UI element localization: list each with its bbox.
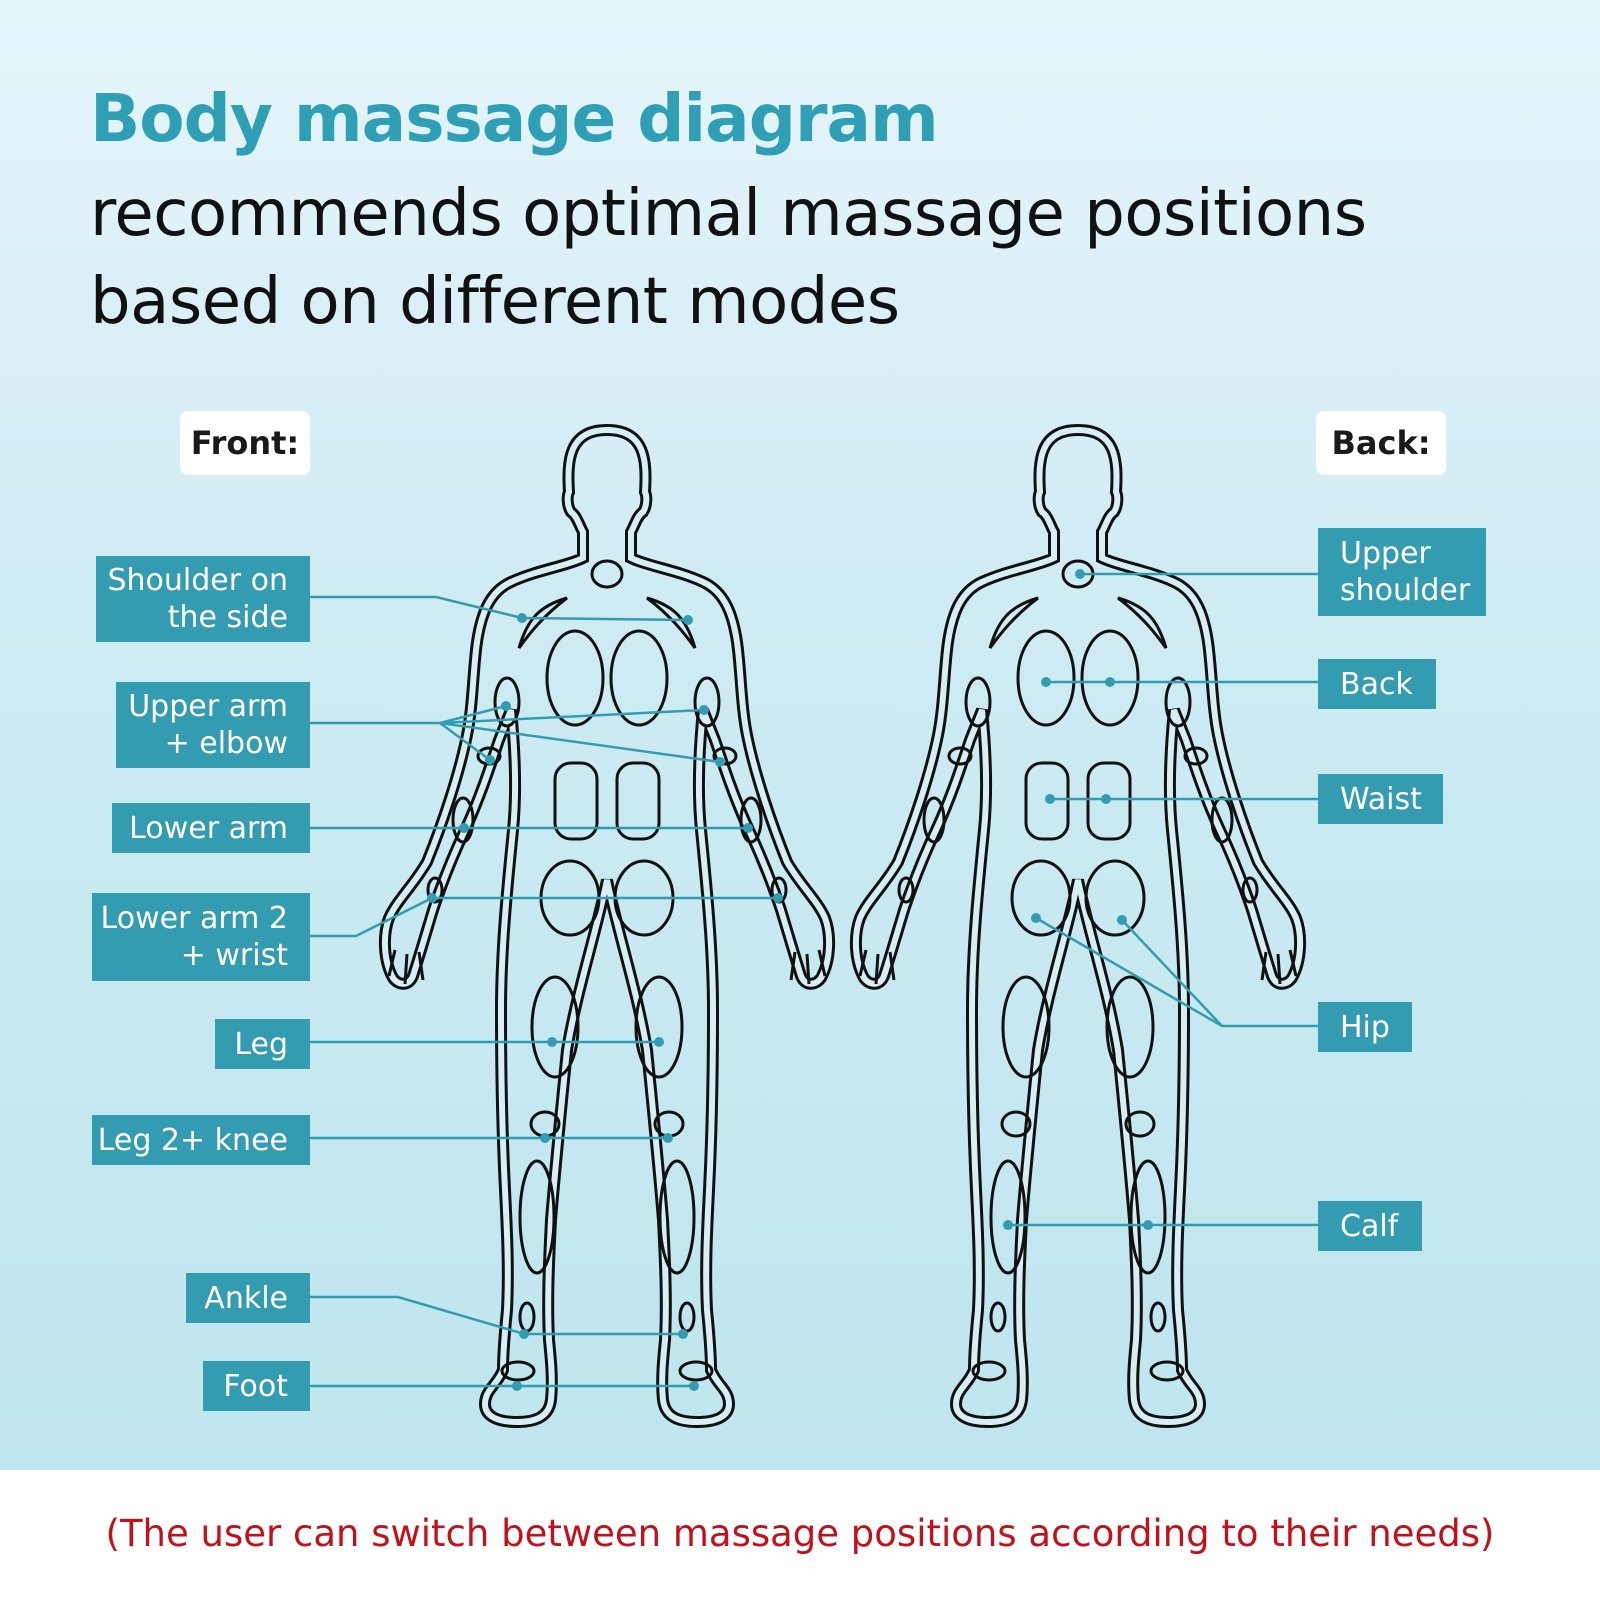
footer-panel <box>0 1470 1600 1600</box>
front-view-tag: Front: <box>180 411 310 475</box>
label-leg-2-knee: Leg 2+ knee <box>92 1115 310 1165</box>
front-body-outline <box>385 430 829 1422</box>
label-upper-arm-elbow: Upper arm + elbow <box>116 682 310 768</box>
label-upper-shoulder: Upper shoulder <box>1318 528 1486 616</box>
body-diagram <box>310 0 1318 1470</box>
front-leader-lines <box>310 595 778 1388</box>
label-ankle: Ankle <box>186 1273 310 1323</box>
label-shoulder-side: Shoulder on the side <box>96 556 310 642</box>
back-point-markers <box>1003 569 1153 1230</box>
back-view-tag: Back: <box>1316 411 1446 475</box>
subtitle-line-1: recommends optimal massage positions <box>90 177 1367 251</box>
footer-note: (The user can switch between massage pos… <box>105 1512 1495 1555</box>
subtitle-line-2: based on different modes <box>90 265 900 339</box>
label-back: Back <box>1318 659 1436 709</box>
label-lower-arm: Lower arm <box>112 803 310 853</box>
label-foot: Foot <box>203 1361 310 1411</box>
label-leg: Leg <box>215 1019 310 1069</box>
back-body-outline <box>856 430 1300 1422</box>
front-point-markers <box>427 613 783 1391</box>
label-waist: Waist <box>1318 774 1443 824</box>
label-lower-arm-2-wrist: Lower arm 2 + wrist <box>92 893 310 981</box>
back-leader-lines <box>1008 572 1318 1227</box>
diagram-subtitle: recommends optimal massage positions bas… <box>90 170 1570 346</box>
label-hip: Hip <box>1318 1002 1412 1052</box>
diagram-title: Body massage diagram <box>90 80 939 157</box>
label-calf: Calf <box>1318 1201 1422 1251</box>
